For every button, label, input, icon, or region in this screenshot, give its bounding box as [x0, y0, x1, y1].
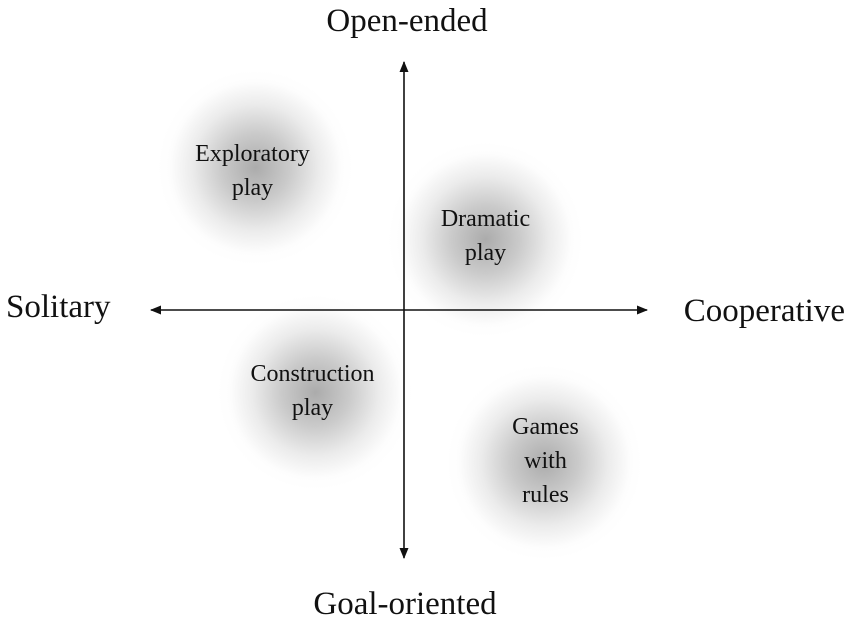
- exploratory-line-2: play: [231, 175, 274, 201]
- exploratory-play-label: Exploratory play: [165, 137, 340, 205]
- axis-label-top: Open-ended: [326, 3, 488, 39]
- construction-play-blob: [218, 295, 413, 490]
- construction-line-1: Construction: [250, 361, 375, 387]
- games-line-1: Games: [512, 414, 579, 440]
- axis-label-right: Cooperative: [683, 293, 845, 329]
- construction-line-2: play: [291, 395, 334, 421]
- dramatic-line-2: play: [464, 240, 507, 266]
- games-line-2: with: [524, 448, 567, 474]
- exploratory-line-1: Exploratory: [195, 141, 310, 167]
- dramatic-line-1: Dramatic: [440, 206, 531, 232]
- games-with-rules-blob: [447, 365, 642, 560]
- axis-label-left: Solitary: [6, 289, 111, 325]
- exploratory-play-blob: [158, 70, 353, 265]
- games-line-3: rules: [522, 482, 569, 508]
- games-with-rules-label: Games with rules: [458, 410, 633, 512]
- axis-label-bottom: Goal-oriented: [313, 586, 497, 622]
- construction-play-label: Construction play: [225, 357, 400, 425]
- dramatic-play-blob: [388, 142, 583, 337]
- dramatic-play-label: Dramatic play: [398, 202, 573, 270]
